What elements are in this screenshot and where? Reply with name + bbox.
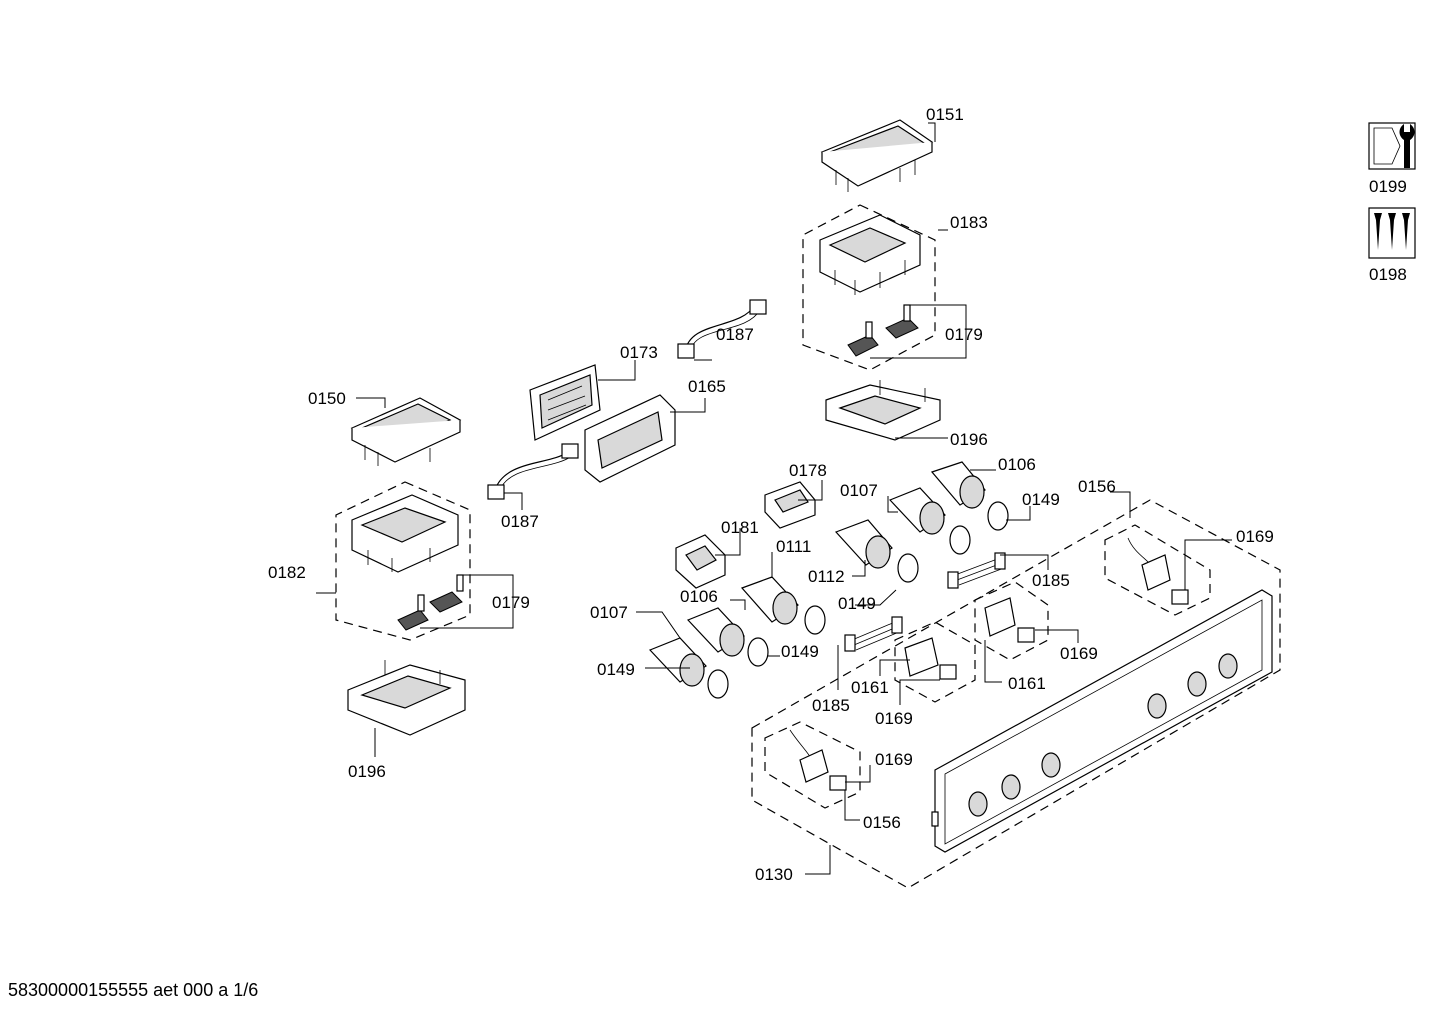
panel-knob-hole-4 bbox=[1147, 693, 1167, 719]
label-0181: 0181 bbox=[721, 518, 759, 537]
label-0173: 0173 bbox=[620, 343, 658, 362]
panel-knob-hole-6 bbox=[1218, 653, 1238, 679]
bracket-0196b[interactable] bbox=[347, 660, 466, 736]
label-0169d: 0169 bbox=[875, 750, 913, 769]
group-0183-outline bbox=[802, 204, 936, 371]
label-0179b: 0179 bbox=[492, 593, 530, 612]
thermostat-0107b[interactable] bbox=[648, 637, 707, 687]
label-0111: 0111 bbox=[776, 537, 811, 556]
thermostat-0106a[interactable] bbox=[930, 461, 986, 509]
label-0169a: 0169 bbox=[1236, 527, 1274, 546]
panel-knob-hole-5 bbox=[1187, 671, 1207, 697]
switch-block-0182[interactable] bbox=[351, 494, 459, 573]
group-0156a-outline bbox=[1104, 524, 1211, 616]
label-0165: 0165 bbox=[688, 377, 726, 396]
circuit-0161b[interactable] bbox=[984, 597, 1035, 643]
label-0149b: 0149 bbox=[838, 594, 876, 613]
label-0107a: 0107 bbox=[840, 481, 878, 500]
label-0150: 0150 bbox=[308, 389, 346, 408]
label-0185a: 0185 bbox=[1032, 571, 1070, 590]
label-0156a: 0156 bbox=[1078, 477, 1116, 496]
label-0169c: 0169 bbox=[875, 709, 913, 728]
bracket-0196a[interactable] bbox=[825, 380, 941, 441]
cover-0150[interactable] bbox=[350, 397, 462, 466]
control-board-0173[interactable] bbox=[529, 364, 601, 441]
group-0156b-outline bbox=[764, 721, 861, 809]
group-0130-outline bbox=[751, 499, 1281, 889]
cover-0151[interactable] bbox=[820, 119, 934, 192]
screws-icon[interactable] bbox=[1368, 207, 1416, 259]
selector-switches-0179b[interactable] bbox=[397, 574, 464, 631]
harness-0156b[interactable] bbox=[789, 729, 847, 791]
group-0161b-outline bbox=[974, 581, 1049, 661]
selector-switches-0179a[interactable] bbox=[847, 304, 919, 357]
group-0182-outline bbox=[335, 481, 471, 641]
label-0106a: 0106 bbox=[998, 455, 1036, 474]
label-0149c: 0149 bbox=[781, 642, 819, 661]
harness-0187b[interactable] bbox=[487, 443, 579, 500]
knob-ring-0149a[interactable] bbox=[987, 501, 1009, 531]
label-0130: 0130 bbox=[755, 865, 793, 884]
label-0161a: 0161 bbox=[851, 678, 889, 697]
label-0169b: 0169 bbox=[1060, 644, 1098, 663]
harness-0156a[interactable] bbox=[1127, 537, 1189, 605]
control-panel-fascia[interactable] bbox=[931, 589, 1273, 853]
label-0149a: 0149 bbox=[1022, 490, 1060, 509]
group-0161a-outline bbox=[894, 621, 976, 703]
knob-ring-0149a2[interactable] bbox=[949, 525, 971, 555]
label-0151: 0151 bbox=[926, 105, 964, 124]
wrench-icon[interactable] bbox=[1368, 122, 1416, 170]
label-0187a: 0187 bbox=[716, 325, 754, 344]
panel-knob-hole-1 bbox=[968, 791, 988, 817]
label-0107b: 0107 bbox=[590, 603, 628, 622]
label-0185b: 0185 bbox=[812, 696, 850, 715]
thermostat-0112[interactable] bbox=[834, 519, 893, 569]
thermostat-0106b[interactable] bbox=[686, 607, 745, 657]
knob-ring-0149c[interactable] bbox=[747, 637, 769, 667]
circuit-0161a[interactable] bbox=[904, 637, 957, 680]
label-0156b: 0156 bbox=[863, 813, 901, 832]
label-0106b: 0106 bbox=[680, 587, 718, 606]
thermostat-0107a[interactable] bbox=[888, 487, 946, 535]
label-0196a: 0196 bbox=[950, 430, 988, 449]
label-0161b: 0161 bbox=[1008, 674, 1046, 693]
label-0183: 0183 bbox=[950, 213, 988, 232]
knob-ring-0111[interactable] bbox=[804, 605, 826, 635]
label-0178: 0178 bbox=[789, 461, 827, 480]
board-frame-0165[interactable] bbox=[584, 394, 676, 483]
switch-block-0183[interactable] bbox=[819, 214, 921, 295]
document-footer: 58300000155555 aet 000 a 1/6 bbox=[8, 980, 259, 1000]
cable-0185a[interactable] bbox=[947, 552, 1006, 589]
knob-ring-0149d[interactable] bbox=[707, 669, 729, 699]
panel-knob-hole-3 bbox=[1041, 752, 1061, 778]
label-0196b: 0196 bbox=[348, 762, 386, 781]
label-0187b: 0187 bbox=[501, 512, 539, 531]
panel-knob-hole-2 bbox=[1001, 774, 1021, 800]
harness-0187a[interactable] bbox=[677, 299, 767, 359]
label-0149d: 0149 bbox=[597, 660, 635, 679]
service-kit-label: 0199 bbox=[1369, 177, 1407, 196]
knob-ring-0112[interactable] bbox=[897, 553, 919, 583]
label-0112: 0112 bbox=[808, 567, 845, 586]
label-0179a: 0179 bbox=[945, 325, 983, 344]
cable-0185b[interactable] bbox=[844, 616, 903, 652]
label-0182: 0182 bbox=[268, 563, 306, 582]
thermostat-0111[interactable] bbox=[740, 576, 799, 625]
screws-kit-label: 0198 bbox=[1369, 265, 1407, 284]
bracket-0178[interactable] bbox=[764, 481, 816, 529]
bracket-0181[interactable] bbox=[675, 534, 726, 589]
